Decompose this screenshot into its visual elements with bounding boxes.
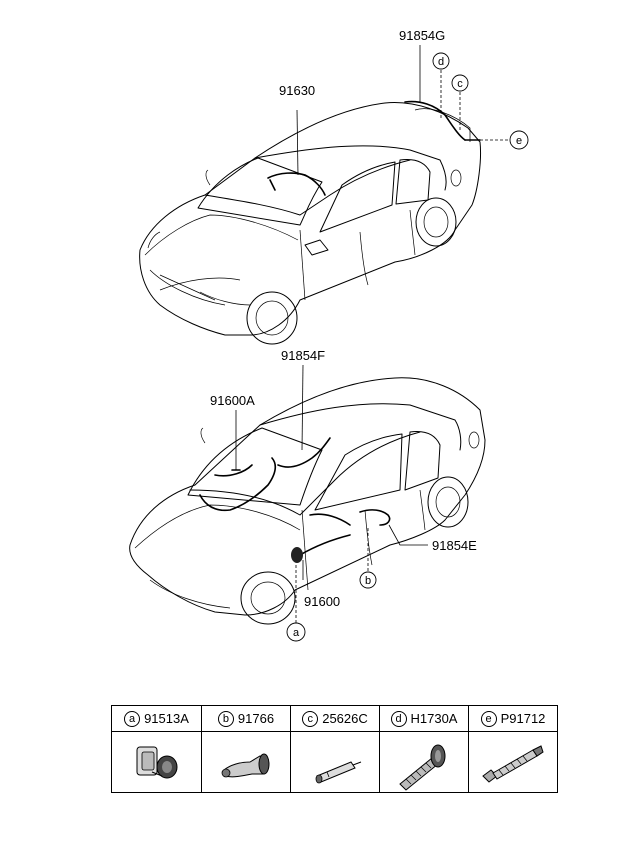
letter-d-top: d bbox=[438, 56, 444, 68]
legend-letter-d: d bbox=[390, 710, 407, 727]
door-wiring-91600 bbox=[299, 534, 351, 556]
legend-letter-b: b bbox=[217, 710, 234, 727]
floor-wiring-91600A bbox=[199, 457, 277, 512]
grommet-plug-icon bbox=[136, 746, 178, 779]
parts-legend-table: a 91513A b 91766 c 25626C d H1730A e P91… bbox=[111, 705, 558, 793]
legend-header-a: a 91513A bbox=[112, 706, 202, 732]
connector-tube-icon bbox=[315, 761, 362, 784]
legend-header-b: b 91766 bbox=[202, 706, 291, 732]
legend-cell-d bbox=[380, 732, 469, 793]
legend-part-d-number: H1730A bbox=[410, 711, 458, 726]
legend-cell-b bbox=[202, 732, 291, 793]
legend-part-a-number: 91513A bbox=[144, 711, 189, 726]
bottom-car-illustration bbox=[129, 377, 486, 625]
label-91854F: 91854F bbox=[281, 348, 325, 363]
letter-c-top: c bbox=[457, 78, 463, 90]
label-91854G: 91854G bbox=[399, 28, 445, 43]
legend-part-e-number: P91712 bbox=[500, 711, 546, 726]
legend-part-b-number: 91766 bbox=[237, 711, 275, 726]
door-wiring-91854E bbox=[359, 509, 391, 526]
legend-header-d: d H1730A bbox=[380, 706, 469, 732]
legend-cell-c bbox=[291, 732, 380, 793]
corrugated-tube-clip-icon bbox=[482, 745, 544, 783]
top-car-illustration bbox=[139, 100, 481, 345]
legend-letter-a: a bbox=[124, 710, 141, 727]
legend-header-e: e P91712 bbox=[469, 706, 557, 732]
roof-wiring-91854F bbox=[277, 437, 331, 468]
legend-part-c-number: 25626C bbox=[322, 711, 368, 726]
letter-b-bottom: b bbox=[365, 575, 371, 587]
label-91854E: 91854E bbox=[432, 538, 477, 553]
legend-cell-a bbox=[112, 732, 202, 793]
label-91600A: 91600A bbox=[210, 393, 255, 408]
letter-e-top: e bbox=[516, 135, 522, 147]
roof-wiring-91630 bbox=[267, 172, 326, 196]
letter-a-bottom: a bbox=[293, 627, 300, 639]
label-91600: 91600 bbox=[304, 594, 340, 609]
grommet-boot-icon bbox=[221, 753, 270, 778]
legend-letter-e: e bbox=[480, 710, 497, 727]
legend-cell-e bbox=[469, 732, 557, 793]
legend-header-c: c 25626C bbox=[291, 706, 380, 732]
label-91630: 91630 bbox=[279, 83, 315, 98]
trunk-wiring-91854G bbox=[404, 100, 466, 141]
corrugated-grommet-icon bbox=[399, 744, 446, 791]
legend-letter-c: c bbox=[302, 710, 319, 727]
